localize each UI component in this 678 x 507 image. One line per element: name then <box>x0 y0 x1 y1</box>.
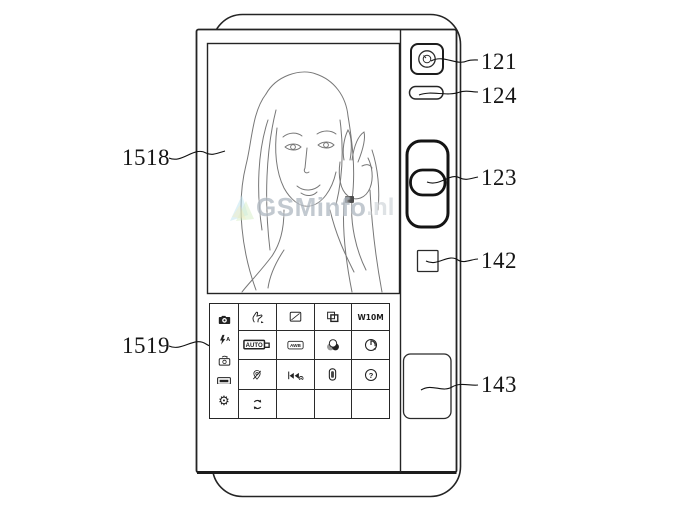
camera-icon <box>218 315 230 324</box>
ref-label-key: 142 <box>481 248 517 273</box>
ref-label-flash: 124 <box>481 83 517 108</box>
grid-cell-auto: AUTO <box>238 330 276 359</box>
ref-label-display: 1518 <box>122 145 170 170</box>
grid-cell-white-balance <box>313 330 352 359</box>
leader-121 <box>430 58 479 63</box>
portrait-line-art <box>240 71 383 293</box>
awb-icon: AWB <box>287 340 304 350</box>
grid-cell-gesture <box>238 304 276 330</box>
auto-flash-icon: A <box>219 335 230 345</box>
grid-cell-sound-shot <box>275 359 314 389</box>
leader-143 <box>420 383 479 391</box>
exposure-square-icon <box>289 312 301 322</box>
grid-cell-awb: AWB <box>275 330 314 359</box>
leader-123 <box>426 176 479 184</box>
display-1518-frame <box>206 42 401 295</box>
ref-label-panel: 143 <box>481 372 517 397</box>
awb-label: AWB <box>290 343 302 348</box>
location-off-icon <box>253 369 262 380</box>
grid-cell-battery <box>313 359 352 389</box>
leader-124 <box>418 90 479 96</box>
auto-mode-label: AUTO <box>246 343 263 349</box>
leader-lines <box>168 58 479 391</box>
leader-142 <box>425 257 479 263</box>
sound-shot-icon <box>287 371 304 381</box>
rear-panel-143 <box>402 353 452 420</box>
auto-mode-icon: AUTO <box>243 340 271 350</box>
auto-flash-letter: A <box>226 337 230 343</box>
switch-camera-icon <box>218 356 230 367</box>
grid-cell-resolution: W10M <box>351 304 389 330</box>
grid-cell-empty-2 <box>313 389 352 418</box>
ref-label-toggle: 123 <box>481 165 517 190</box>
help-icon: ? <box>364 368 377 381</box>
grid-sidebar-column: A ⚙ <box>210 304 238 418</box>
settings-gear-icon: ⚙ <box>218 393 230 409</box>
ref-label-grid: 1519 <box>122 333 170 358</box>
grid-cell-empty-3 <box>351 389 389 418</box>
leader-1518 <box>168 150 226 160</box>
dual-window-icon <box>327 312 339 323</box>
grid-cell-timer <box>351 330 389 359</box>
gesture-hand-icon <box>252 311 265 324</box>
timer-icon <box>364 338 377 352</box>
help-glyph: ? <box>368 370 373 379</box>
rotate-icon <box>253 399 262 409</box>
grid-cell-dual-window <box>313 304 352 330</box>
grid-cell-rotate <box>238 389 276 418</box>
grid-cell-empty-1 <box>275 389 314 418</box>
grid-cell-exposure <box>275 304 314 330</box>
ref-label-camera: 121 <box>481 49 517 74</box>
flash-window <box>408 85 444 100</box>
rear-key <box>416 249 439 273</box>
mode-icon <box>217 376 231 385</box>
grid-cell-location-off <box>238 359 276 389</box>
battery-icon <box>329 368 337 381</box>
grid-cell-help: ? <box>351 359 389 389</box>
white-balance-circles-icon <box>326 339 339 351</box>
settings-icon-grid: A ⚙ <box>209 303 390 419</box>
slide-toggle <box>405 139 450 229</box>
